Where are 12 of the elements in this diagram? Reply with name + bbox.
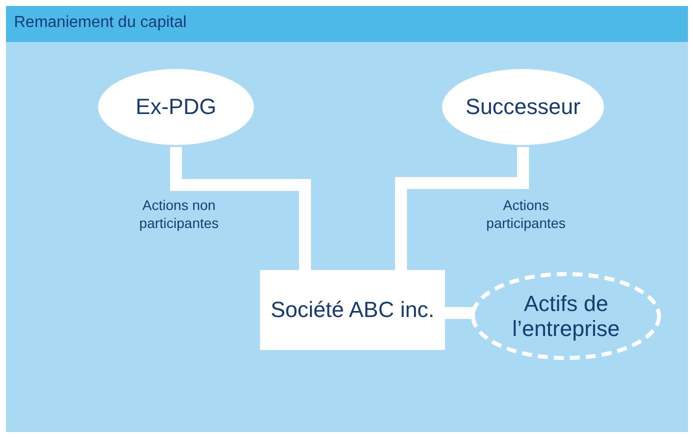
node-label: Ex-PDG — [136, 94, 216, 120]
node-label: Actifs de l’entreprise — [511, 290, 621, 342]
node-label: Société ABC inc. — [270, 297, 434, 323]
edge-label: Actions participantes — [485, 196, 567, 232]
ellipse-node — [96, 67, 256, 147]
process-box — [260, 270, 445, 350]
edge-label: Actions non participantes — [138, 196, 220, 232]
dashed-ellipse-node — [471, 272, 661, 360]
title: Remaniement du capital — [14, 14, 187, 32]
node-label: Successeur — [466, 94, 580, 120]
ellipse-node — [440, 67, 606, 147]
connector-line — [395, 147, 529, 270]
